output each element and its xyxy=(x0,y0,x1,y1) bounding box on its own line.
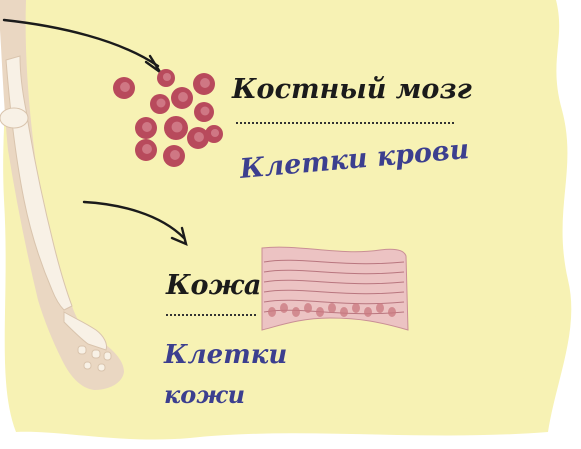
blood-cell-center xyxy=(142,144,152,154)
bone-marrow-dotted-line xyxy=(236,122,454,124)
skin-cells-label-line2: кожи xyxy=(164,380,245,409)
blood-cell-center xyxy=(170,150,180,160)
bone-marrow-label: Костный мозг xyxy=(232,74,472,105)
blood-cell-center xyxy=(172,122,183,133)
skin-cells-label-line1: Клетки xyxy=(164,340,287,370)
blood-cell-center xyxy=(194,132,204,142)
skin-cell-nucleus xyxy=(328,303,336,313)
skin-cell-nucleus xyxy=(376,303,384,313)
skin-cell-nucleus xyxy=(364,307,372,317)
skin-cell-nucleus xyxy=(352,303,360,313)
blood-cell-center xyxy=(157,99,166,108)
skin-cell-nucleus xyxy=(292,307,300,317)
skin-label: Кожа xyxy=(166,270,261,301)
skin-cell-nucleus xyxy=(280,303,288,313)
skin-dotted-line xyxy=(166,314,256,316)
blood-cell-center xyxy=(163,73,171,81)
skin-cell-nucleus xyxy=(340,307,348,317)
skin-tissue-illustration xyxy=(262,247,408,330)
skin-cell-nucleus xyxy=(316,307,324,317)
skin-cell-nucleus xyxy=(268,307,276,317)
skin-cell-nucleus xyxy=(304,303,312,313)
blood-cell-center xyxy=(142,122,152,132)
skin-cell-nucleus xyxy=(388,307,396,317)
blood-cell-center xyxy=(211,129,219,137)
blood-cell-center xyxy=(178,92,188,102)
blood-cell-center xyxy=(200,78,210,88)
blood-cell-center xyxy=(120,82,130,92)
blood-cell-center xyxy=(201,107,210,116)
